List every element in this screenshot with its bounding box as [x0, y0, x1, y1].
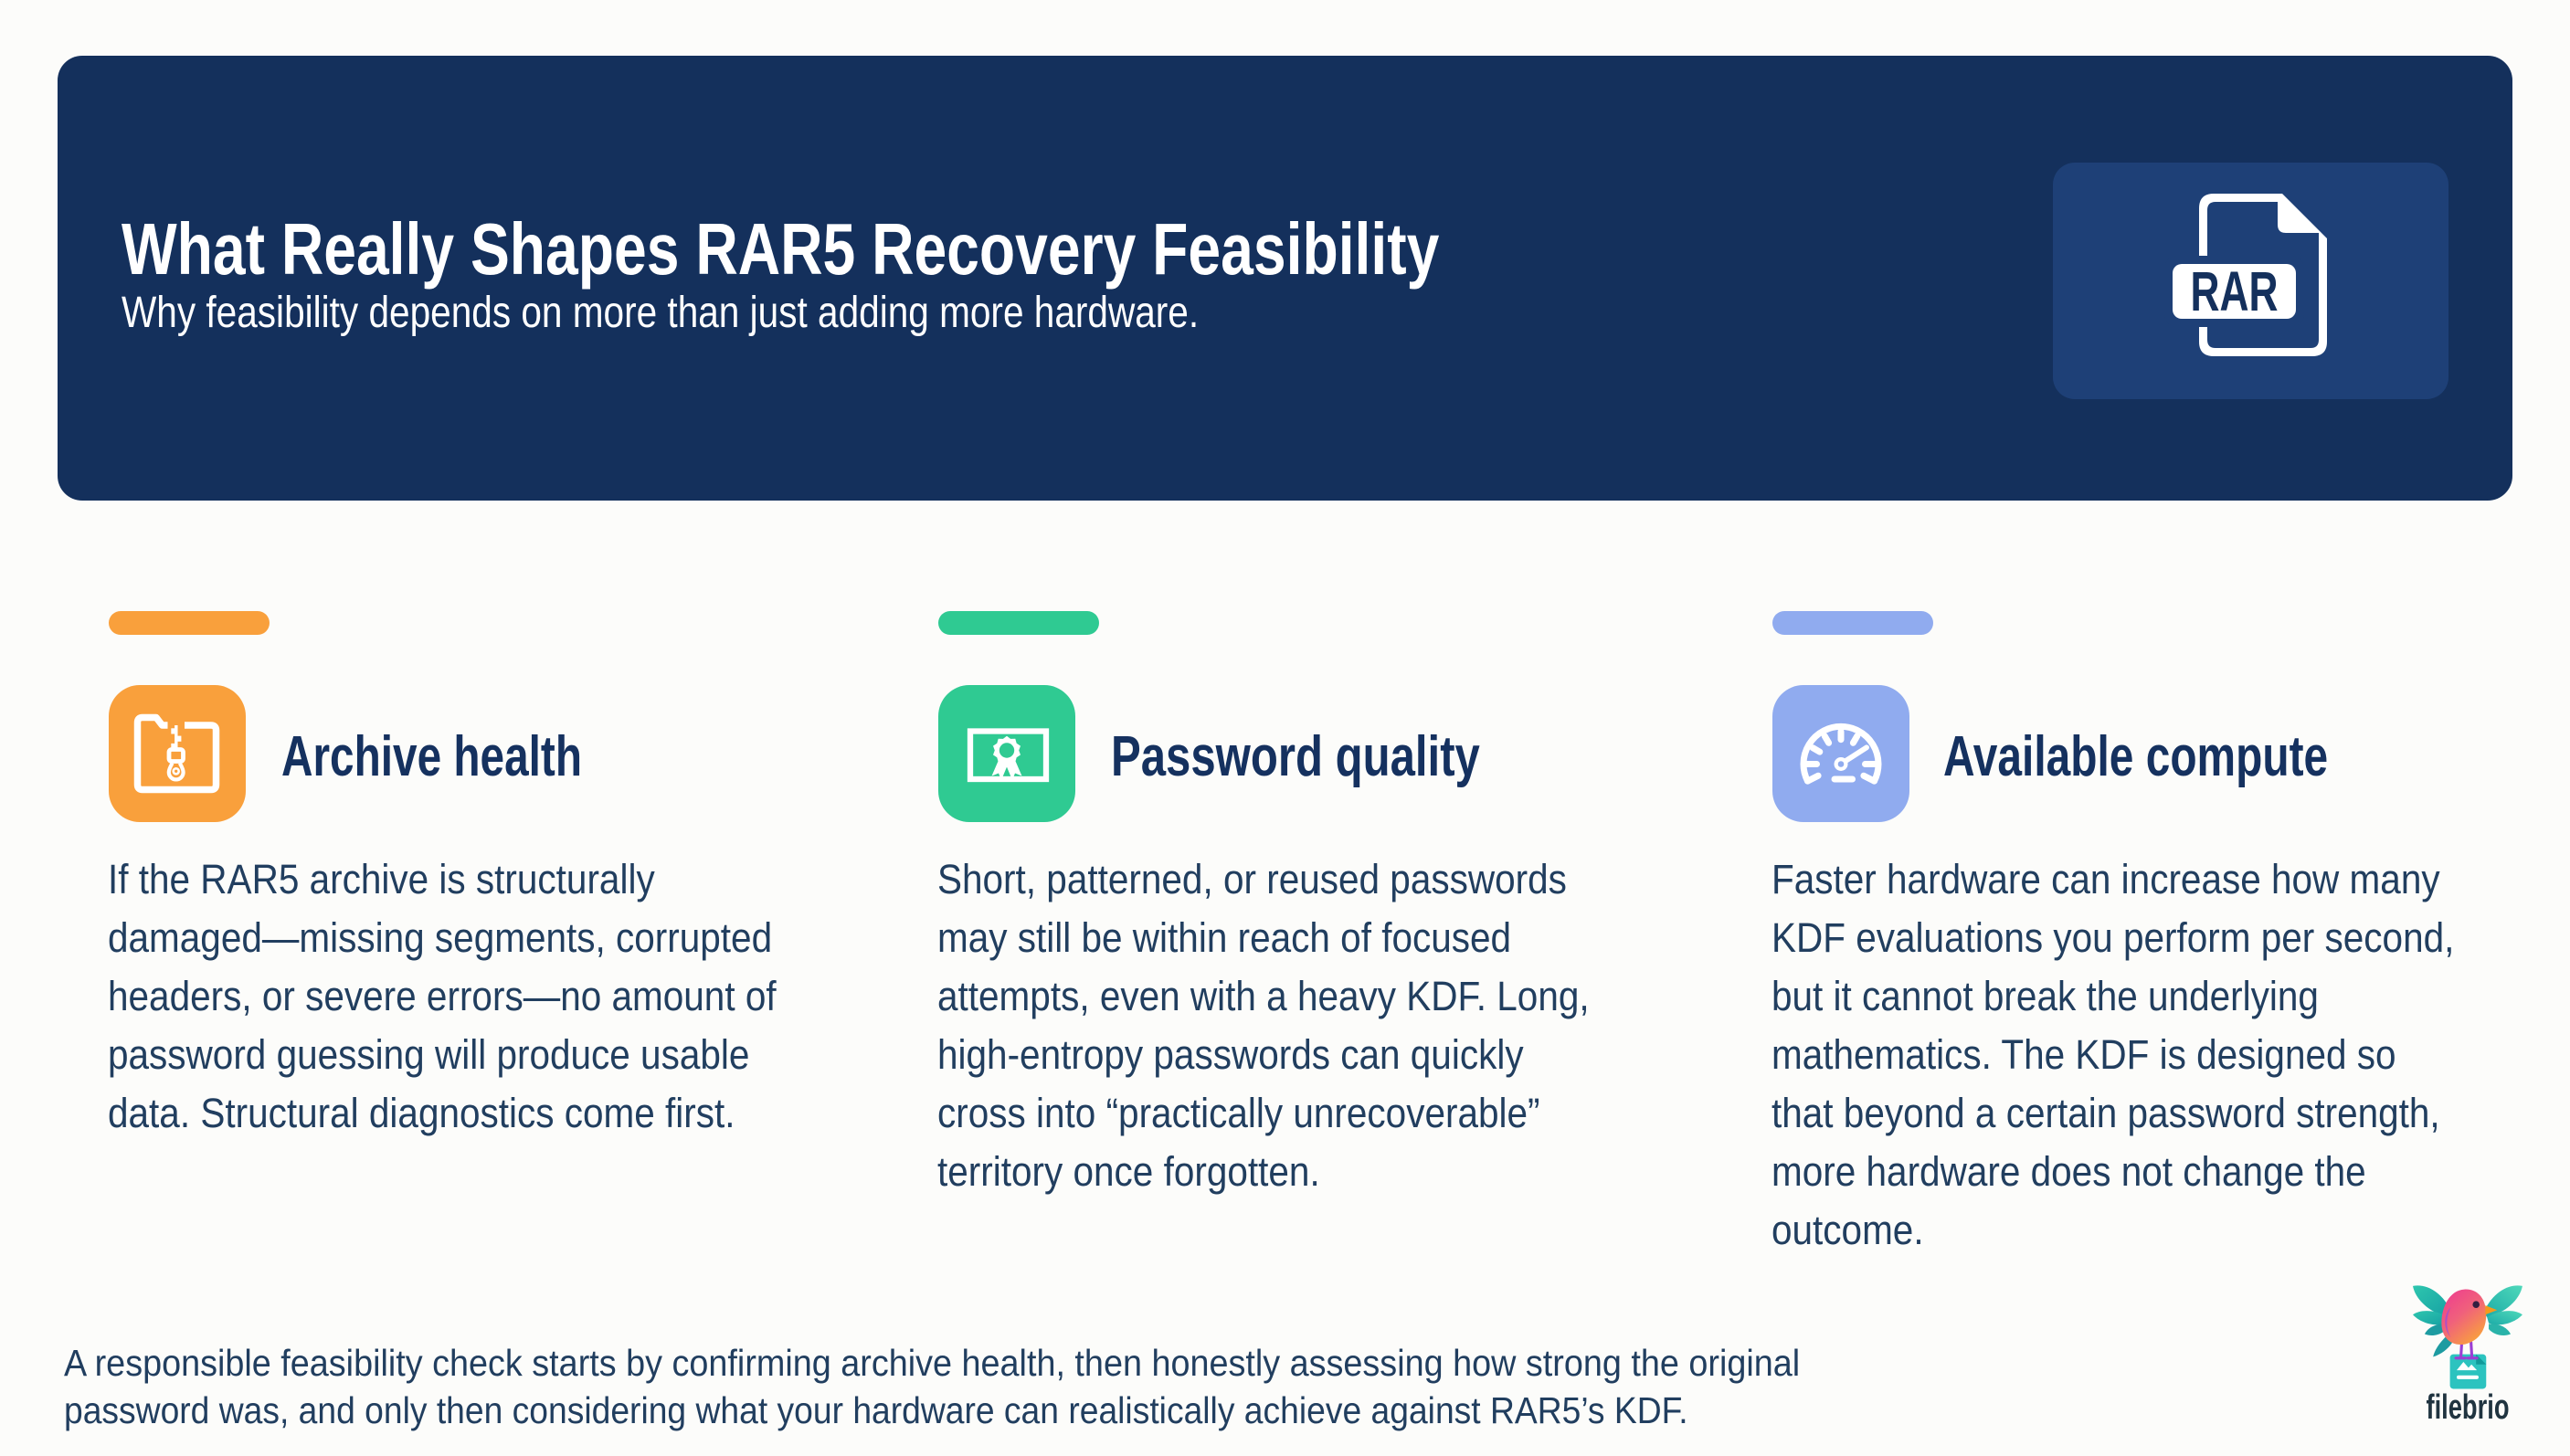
svg-text:filebrio: filebrio: [2427, 1388, 2510, 1425]
svg-text:RAR: RAR: [2191, 260, 2279, 322]
